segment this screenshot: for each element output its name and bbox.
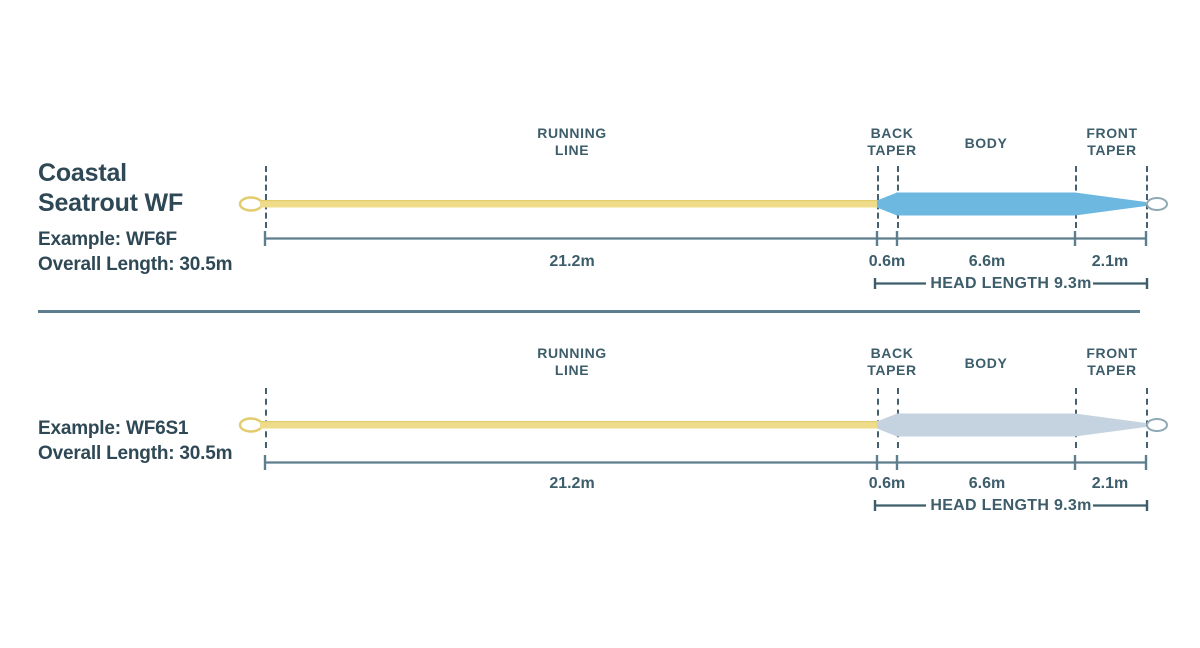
measure-front-taper-floating: 2.1m — [1091, 253, 1129, 270]
measurement-rule-sinking — [263, 455, 1148, 470]
front-taper-segment-sinking — [1075, 413, 1146, 437]
section-label-back-taper-floating: BACK TAPER — [867, 125, 917, 158]
head-length-label-floating: HEAD LENGTH 9.3m — [930, 275, 1092, 292]
fly-line-profile-sinking — [238, 413, 1168, 437]
section-divider — [38, 310, 1140, 313]
example-label-floating: Example: WF6F — [38, 229, 177, 250]
running-line-segment-sinking — [260, 421, 887, 429]
rear-loop-icon-floating — [238, 196, 264, 212]
measure-body-sinking: 6.6m — [968, 475, 1006, 492]
head-length-bar-sinking — [873, 500, 1149, 511]
page-title-line2: Seatrout WF — [38, 189, 184, 217]
running-line-highlight-sinking — [260, 421, 887, 423]
section-label-front-taper-floating: FRONT TAPER — [1086, 125, 1138, 158]
guide-dash-back-taper-start-sinking — [877, 388, 879, 448]
front-taper-segment-floating — [1075, 192, 1146, 216]
measure-body-floating: 6.6m — [968, 253, 1006, 270]
running-line-highlight-floating — [260, 200, 887, 202]
body-segment-floating — [896, 192, 1075, 216]
section-label-body-floating: BODY — [964, 135, 1008, 151]
overall-length-floating: Overall Length: 30.5m — [38, 254, 233, 275]
example-label-sinking: Example: WF6S1 — [38, 418, 189, 439]
measure-running-line-floating: 21.2m — [549, 253, 595, 270]
overall-length-sinking: Overall Length: 30.5m — [38, 443, 233, 464]
measure-back-taper-floating: 0.6m — [868, 253, 906, 270]
guide-dash-line-start-floating — [265, 166, 267, 228]
running-line-segment-floating — [260, 200, 887, 208]
guide-dash-line-tip-sinking — [1146, 388, 1148, 448]
back-taper-segment-sinking — [877, 413, 897, 437]
back-taper-segment-floating — [877, 192, 897, 216]
head-length-bar-floating — [873, 278, 1149, 289]
body-segment-sinking — [896, 413, 1075, 437]
front-loop-icon-floating — [1146, 197, 1168, 211]
section-label-front-taper-sinking: FRONT TAPER — [1086, 345, 1138, 378]
section-label-running-line-floating: RUNNING LINE — [537, 125, 607, 158]
section-label-back-taper-sinking: BACK TAPER — [867, 345, 917, 378]
measure-running-line-sinking: 21.2m — [549, 475, 595, 492]
head-length-label-sinking: HEAD LENGTH 9.3m — [930, 497, 1092, 514]
section-label-body-sinking: BODY — [964, 355, 1008, 371]
front-loop-icon-sinking — [1146, 418, 1168, 432]
measure-back-taper-sinking: 0.6m — [868, 475, 906, 492]
rear-loop-icon-sinking — [238, 417, 264, 433]
measurement-rule-floating — [263, 231, 1148, 246]
guide-dash-back-taper-start-floating — [877, 166, 879, 228]
page-title-line1: Coastal — [38, 159, 127, 187]
fly-line-profile-floating — [238, 192, 1168, 216]
guide-dash-line-start-sinking — [265, 388, 267, 448]
section-label-running-line-sinking: RUNNING LINE — [537, 345, 607, 378]
measure-front-taper-sinking: 2.1m — [1091, 475, 1129, 492]
guide-dash-line-tip-floating — [1146, 166, 1148, 228]
